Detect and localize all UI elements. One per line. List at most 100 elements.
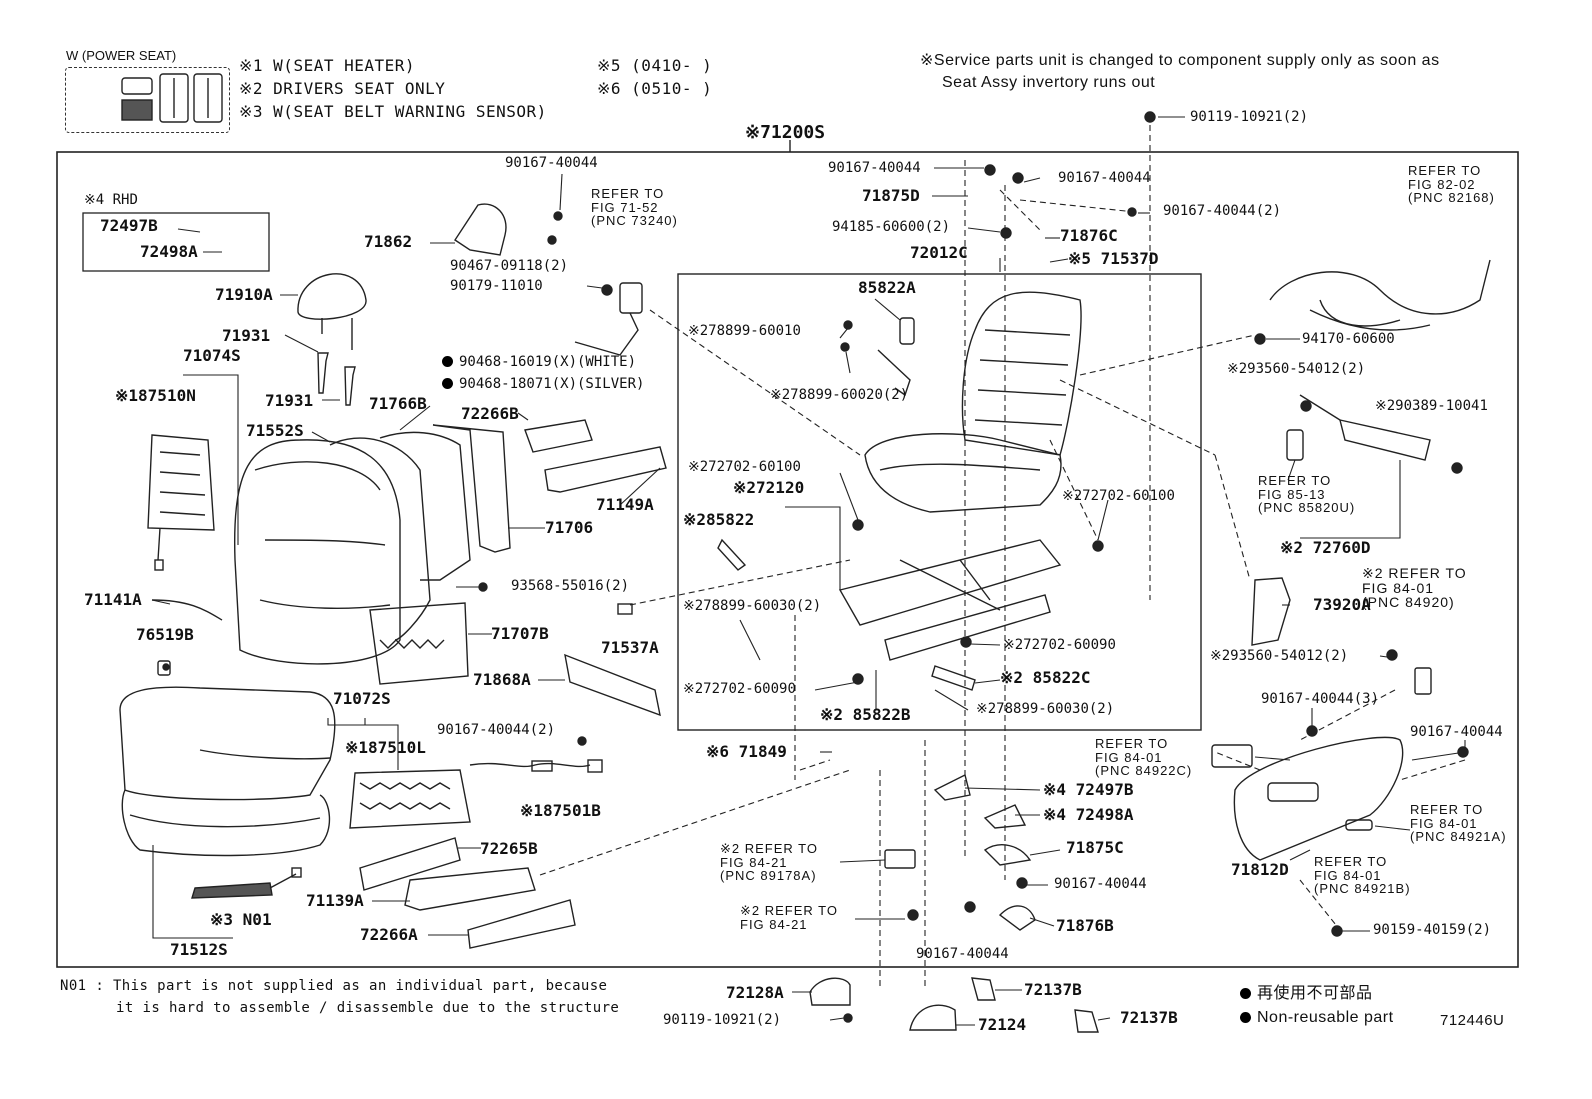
refer-to-callout: ※2 REFER TO FIG 84-21 (PNC 89178A) (720, 841, 818, 884)
non-reusable-dot-icon (442, 356, 453, 367)
part-number-text: 90468-18071(X)(SILVER) (459, 376, 645, 392)
part-label: 90179-11010 (450, 278, 543, 294)
legend-note-5: ※5 (0410- ) (597, 56, 713, 75)
part-label: 72266B (461, 404, 519, 423)
non-reusable-dot-icon (442, 378, 453, 389)
part-label: 72266A (360, 925, 418, 944)
part-label: 90167-40044(2) (437, 722, 556, 738)
part-label: 71766B (369, 394, 427, 413)
part-label: 71876B (1056, 916, 1114, 935)
part-label: 72498A (140, 242, 198, 261)
part-label: ※272120 (733, 478, 805, 497)
rhd-box-title: ※4 RHD (84, 192, 138, 208)
part-label: 90167-40044 (1058, 170, 1151, 186)
non-reusable-dot-icon (1240, 1012, 1251, 1023)
part-label: ※290389-10041 (1375, 398, 1488, 414)
part-label: ※187510L (345, 738, 426, 757)
part-label: 90167-40044 (916, 946, 1009, 962)
part-label: 71141A (84, 590, 142, 609)
figure-code: 712446U (1440, 1012, 1505, 1029)
part-label: ※293560-54012(2) (1210, 648, 1349, 664)
part-label: 90167-40044 (828, 160, 921, 176)
part-label: ※2 72760D (1280, 538, 1371, 557)
part-label: 90167-40044 (1054, 876, 1147, 892)
part-label: 73920A (1313, 595, 1371, 614)
part-label: ※4 72498A (1043, 805, 1134, 824)
part-label: 71875C (1066, 838, 1124, 857)
part-label: ※3 N01 (210, 910, 272, 929)
part-label: ※278899-60030(2) (976, 701, 1115, 717)
part-label: 90167-40044 (505, 155, 598, 171)
part-label: 90167-40044(3) (1261, 691, 1380, 707)
part-label: 94170-60600 (1302, 331, 1395, 347)
part-label: 72124 (978, 1015, 1027, 1034)
refer-to-callout: REFER TO FIG 82-02 (PNC 82168) (1408, 163, 1495, 206)
legend-jp-text: 再使用不可部品 (1257, 985, 1373, 1002)
part-number-text: 90468-16019(X)(WHITE) (459, 354, 637, 370)
part-label: ※278899-60010 (688, 323, 801, 339)
part-label: ※4 72497B (1043, 780, 1134, 799)
part-label: 76519B (136, 625, 194, 644)
part-label: 71537A (601, 638, 659, 657)
part-label: 71931 (222, 326, 271, 345)
part-label: 72497B (100, 216, 158, 235)
part-label: 71139A (306, 891, 364, 910)
part-label: 72265B (480, 839, 538, 858)
part-label: ※272702-60100 (688, 459, 801, 475)
non-reusable-dot-icon (1240, 988, 1251, 999)
part-label: 85822A (858, 278, 916, 297)
refer-to-callout: REFER TO FIG 84-01 (PNC 84921A) (1410, 802, 1507, 845)
part-label: ※187510N (115, 386, 196, 405)
part-label: 71812D (1231, 860, 1289, 879)
non-reusable-legend-en: Non-reusable part (1240, 1010, 1394, 1026)
refer-to-callout: REFER TO FIG 85-13 (PNC 85820U) (1258, 473, 1356, 516)
part-label: 71707B (491, 624, 549, 643)
part-label: ※187501B (520, 801, 601, 820)
footnote-line-1: N01 : This part is not supplied as an in… (60, 978, 608, 994)
part-label: 71074S (183, 346, 241, 365)
part-label: ※278899-60020(2) (770, 387, 909, 403)
service-note-line-1: ※Service parts unit is changed to compon… (920, 52, 1440, 69)
part-label: 71910A (215, 285, 273, 304)
part-label: ※285822 (683, 510, 755, 529)
part-label: 90468-16019(X)(WHITE) (442, 355, 636, 369)
legend-note-6: ※6 (0510- ) (597, 79, 713, 98)
part-label: ※2 85822B (820, 705, 911, 724)
part-label: 93568-55016(2) (511, 578, 630, 594)
part-label: ※272702-60100 (1062, 488, 1175, 504)
part-label: 71862 (364, 232, 413, 251)
refer-to-callout: REFER TO FIG 84-01 (PNC 84921B) (1314, 854, 1411, 897)
part-label: 71876C (1060, 226, 1118, 245)
part-label: ※6 71849 (706, 742, 787, 761)
part-label: ※272702-60090 (683, 681, 796, 697)
legend-note-2: ※2 DRIVERS SEAT ONLY (239, 79, 446, 98)
part-label: 90119-10921(2) (663, 1012, 782, 1028)
part-label: 71072S (333, 689, 391, 708)
legend-note-3: ※3 W(SEAT BELT WARNING SENSOR) (239, 102, 547, 121)
part-label: ※293560-54012(2) (1227, 361, 1366, 377)
part-label: 90119-10921(2) (1190, 109, 1309, 125)
part-label: 71552S (246, 421, 304, 440)
part-label: 94185-60600(2) (832, 219, 951, 235)
part-label: ※2 85822C (1000, 668, 1091, 687)
footnote-line-2: it is hard to assemble / disassemble due… (116, 1000, 620, 1016)
part-label: ※5 71537D (1068, 249, 1159, 268)
part-label: 72137B (1024, 980, 1082, 999)
legend-box-title: W (POWER SEAT) (66, 48, 177, 63)
refer-to-callout: ※2 REFER TO FIG 84-21 (740, 903, 838, 932)
part-label: 71931 (265, 391, 314, 410)
part-label: ※272702-60090 (1003, 637, 1116, 653)
non-reusable-legend-jp: 再使用不可部品 (1240, 986, 1373, 1002)
legend-en-text: Non-reusable part (1257, 1009, 1394, 1026)
refer-to-callout: ※2 REFER TO FIG 84-01 (PNC 84920) (1362, 565, 1467, 611)
part-label: 72128A (726, 983, 784, 1002)
part-label: 71868A (473, 670, 531, 689)
part-label: 72137B (1120, 1008, 1178, 1027)
assembly-number: ※71200S (745, 122, 826, 143)
service-note-line-2: Seat Assy invertory runs out (942, 74, 1156, 91)
part-label: 90167-40044 (1410, 724, 1503, 740)
part-label: 71706 (545, 518, 594, 537)
part-label: 90167-40044(2) (1163, 203, 1282, 219)
part-label: 90467-09118(2) (450, 258, 569, 274)
